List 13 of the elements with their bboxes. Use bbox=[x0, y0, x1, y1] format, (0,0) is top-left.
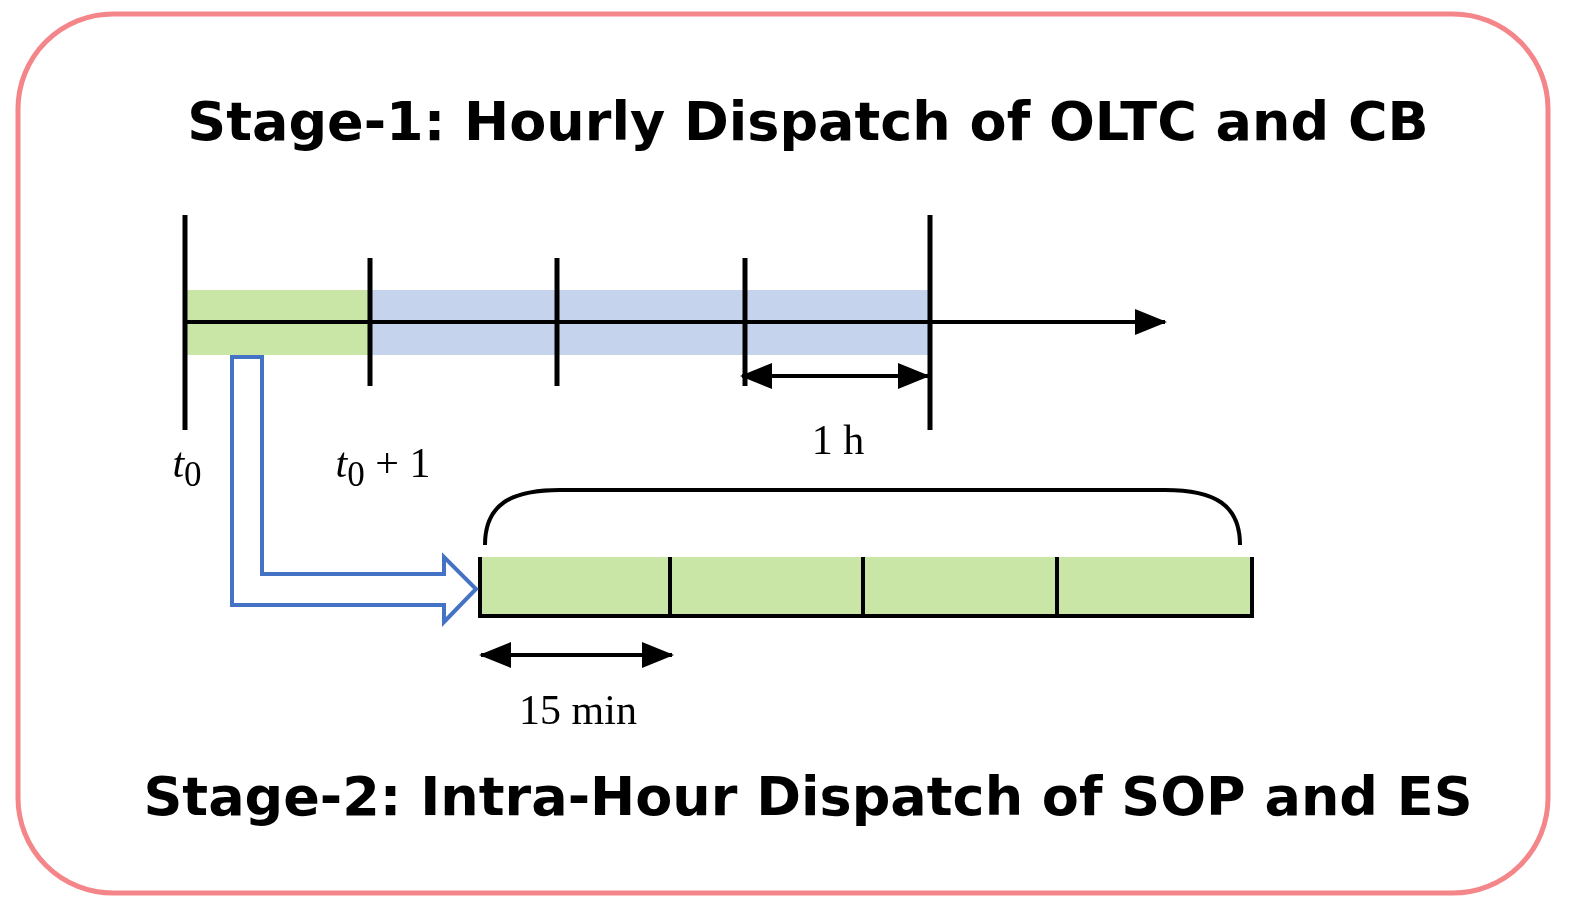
stage-heading: Stage-2: Intra-Hour Dispatch of SOP and ES bbox=[143, 770, 1473, 824]
duration-label: 1 h bbox=[811, 419, 865, 461]
interval-segment bbox=[478, 557, 672, 618]
interval-segment bbox=[672, 557, 865, 618]
interval-bar bbox=[185, 290, 370, 355]
time-label: t$_{0}$ bbox=[172, 441, 202, 493]
interval-segment bbox=[1059, 557, 1254, 618]
hollow-arrow bbox=[230, 355, 479, 627]
interval-segment bbox=[865, 557, 1059, 618]
time-label: t$_{0}$ + 1 bbox=[335, 441, 431, 493]
interval-bar bbox=[370, 290, 928, 355]
stage-heading: Stage-1: Hourly Dispatch of OLTC and CB bbox=[187, 95, 1429, 149]
duration-label: 15 min bbox=[519, 689, 637, 731]
